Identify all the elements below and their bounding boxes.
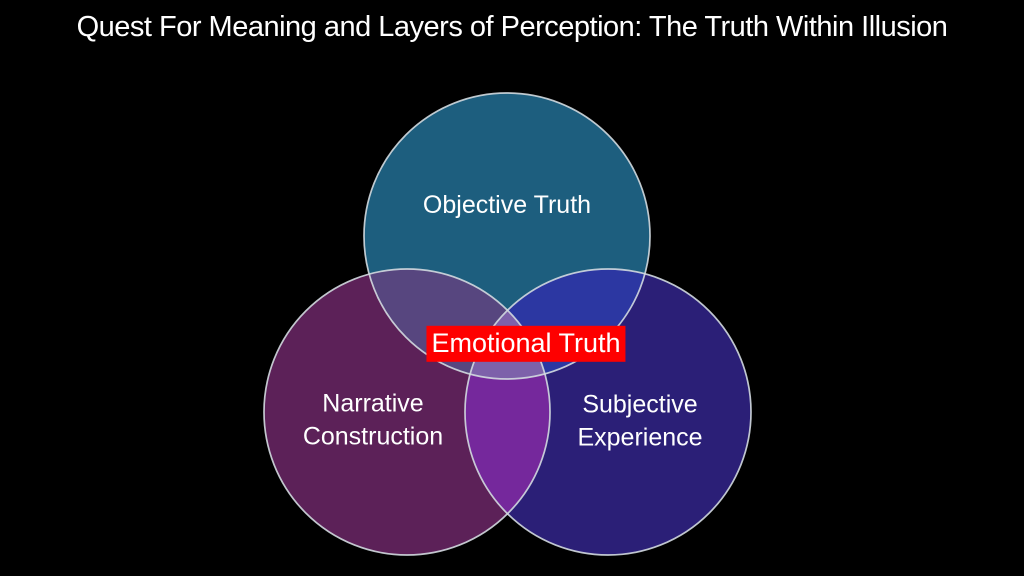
venn-outline-subjective bbox=[464, 268, 752, 556]
circle-label-objective-truth: Objective Truth bbox=[422, 190, 592, 219]
circle-label-subjective-experience: Subjective Experience bbox=[577, 390, 703, 452]
slide-title: Quest For Meaning and Layers of Percepti… bbox=[76, 11, 948, 43]
center-label-emotional-truth: Emotional Truth bbox=[426, 325, 626, 363]
venn-outline-narrative bbox=[263, 268, 551, 556]
venn-outline-objective bbox=[363, 92, 651, 380]
circle-label-narrative-construction: Narrative Construction bbox=[302, 389, 444, 451]
